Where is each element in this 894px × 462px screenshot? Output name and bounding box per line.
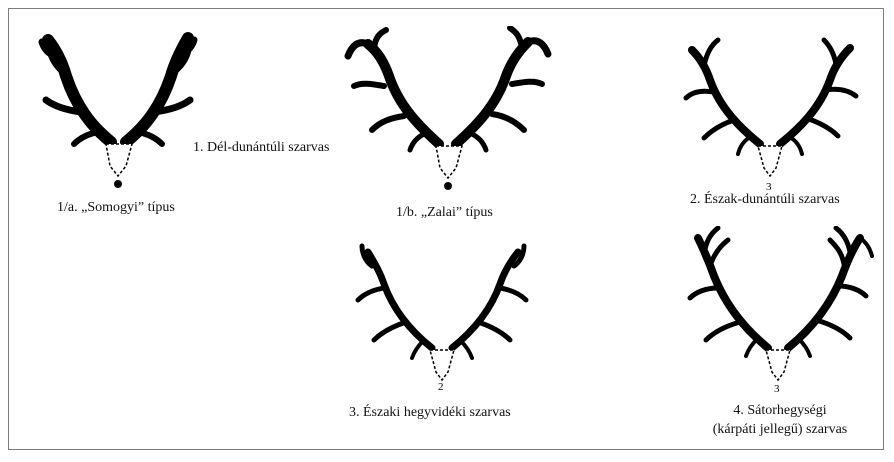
caption-zalai: 1/b. „Zalai” típus	[396, 204, 493, 222]
antler-somogyi-image	[36, 26, 201, 194]
caption-somogyi: 1/a. „Somogyi” típus	[57, 199, 175, 217]
caption-satorhegysegi-line2: (kárpáti jellegű) szarvas	[690, 421, 870, 439]
caption-del-dunantuli: 1. Dél-dunántúli szarvas	[193, 139, 329, 157]
antler-eszak-dunantuli-image: 3	[680, 36, 865, 196]
antler-satorhegysegi-image: 3	[684, 226, 874, 401]
caption-satorhegysegi-line1: 4. Sátorhegységi	[690, 402, 870, 420]
svg-text:2: 2	[438, 381, 444, 393]
antler-zalai-image	[344, 26, 554, 196]
caption-eszaki-hegyvideki: 3. Északi hegyvidéki szarvas	[349, 404, 511, 422]
antler-eszaki-hegyvideki-image: 2	[352, 240, 537, 400]
svg-text:3: 3	[774, 383, 780, 395]
caption-eszak-dunantuli: 2. Észak-dunántúli szarvas	[690, 191, 840, 209]
